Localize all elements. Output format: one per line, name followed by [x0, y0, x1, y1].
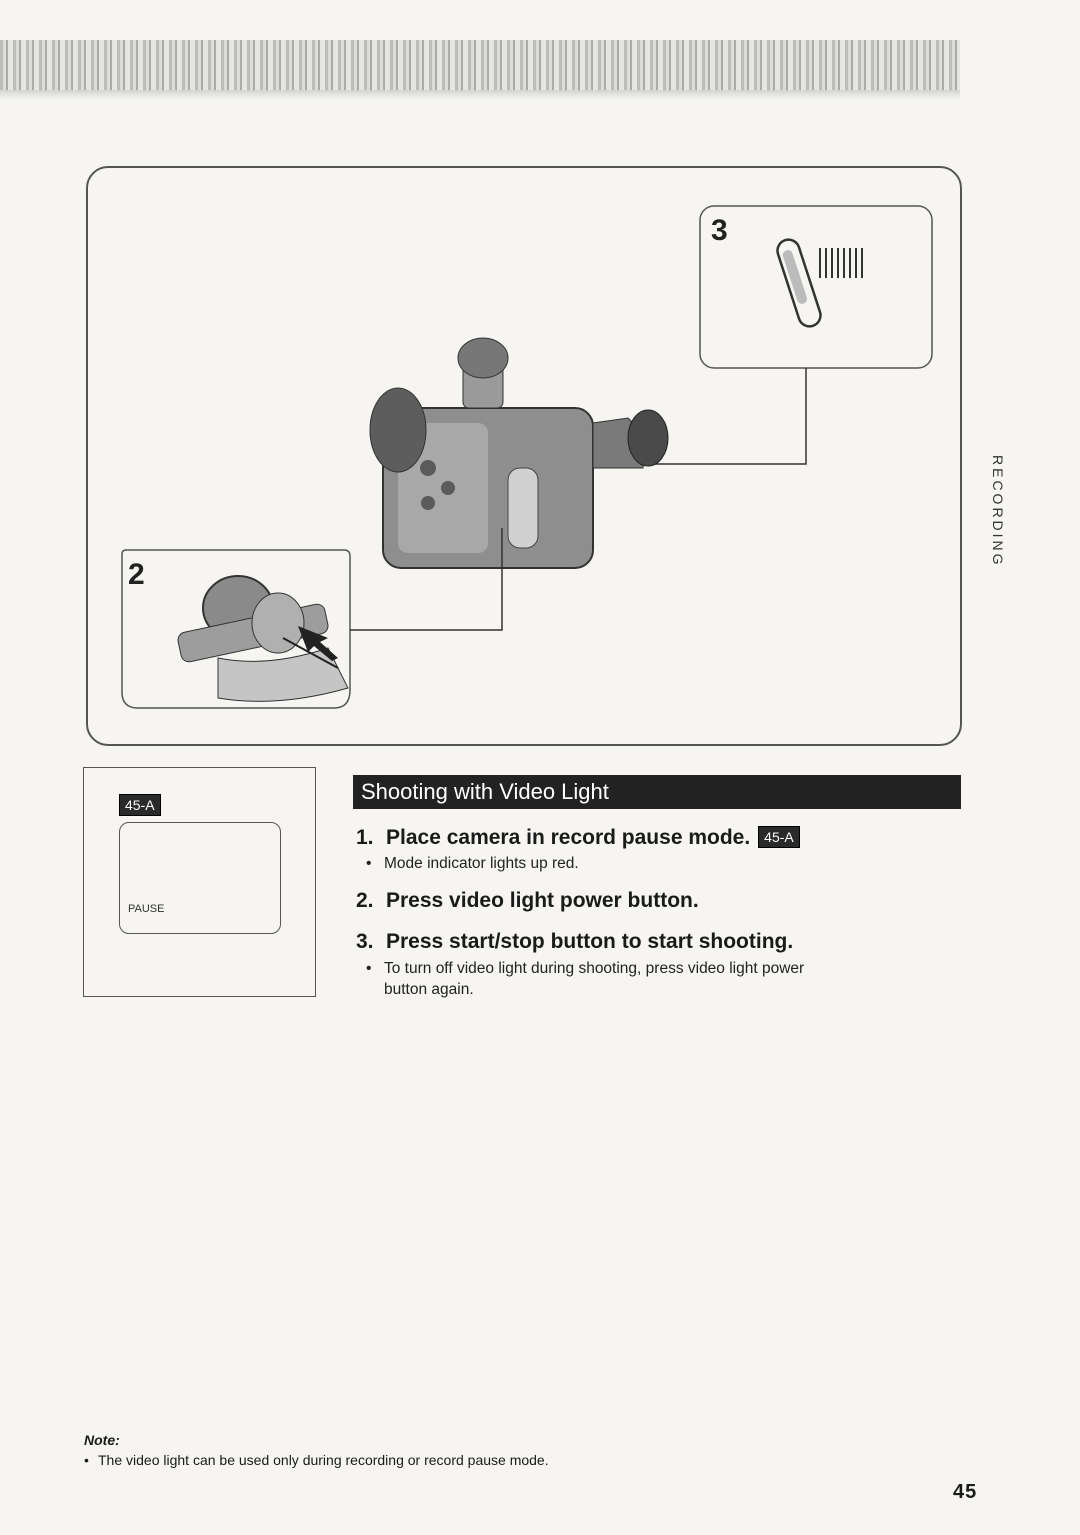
- note-label: Note:: [84, 1432, 120, 1448]
- inset-box-3: [699, 205, 933, 369]
- illustration-frame: 3 2: [86, 166, 962, 746]
- power-switch-icon: [776, 238, 863, 328]
- callout-number-2: 2: [128, 558, 145, 591]
- header-scan-band: [0, 40, 960, 100]
- screen-status-text: PAUSE: [128, 903, 165, 915]
- step-ref-badge: 45-A: [758, 826, 800, 848]
- step-3-bullet: •To turn off video light during shooting…: [366, 960, 805, 998]
- step-3: 3. Press start/stop button to start shoot…: [356, 930, 793, 954]
- viewfinder-screen: PAUSE: [119, 822, 281, 934]
- display-ref-badge: 45-A: [119, 794, 161, 816]
- callout-number-3: 3: [711, 214, 728, 247]
- note-text: •The video light can be used only during…: [84, 1452, 549, 1468]
- page-number: 45: [953, 1481, 978, 1503]
- step-text: Press video light power button.: [386, 889, 699, 912]
- section-tab-recording: RECORDING: [990, 455, 1006, 568]
- step-number: 3.: [356, 930, 374, 953]
- step-text: Place camera in record pause mode.: [386, 826, 751, 849]
- step-number: 1.: [356, 826, 374, 849]
- step-text: Press start/stop button to start shootin…: [386, 930, 794, 953]
- camcorder-illustration: [121, 205, 933, 709]
- step-1-bullet: •Mode indicator lights up red.: [366, 855, 579, 872]
- inset-box-2: [121, 549, 351, 709]
- step-number: 2.: [356, 889, 374, 912]
- viewfinder-display-panel: 45-A PAUSE: [83, 767, 316, 997]
- camcorder-body: [369, 337, 669, 569]
- step-2: 2. Press video light power button.: [356, 889, 699, 913]
- step-1: 1. Place camera in record pause mode. 45-A: [356, 826, 800, 850]
- video-light-detail: [177, 575, 349, 702]
- section-heading: Shooting with Video Light: [353, 775, 961, 809]
